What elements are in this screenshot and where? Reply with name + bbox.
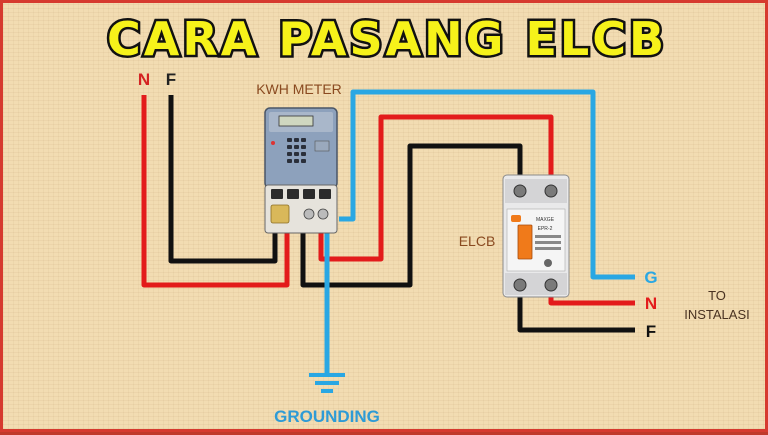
wiring-diagram: CARA PASANG ELCB N F KWH METER GROUNDING <box>104 10 750 427</box>
elcb-model: EPR-2 <box>538 226 553 232</box>
wire-meter-phase-out <box>300 143 523 288</box>
elcb-terminal-out-1 <box>513 278 527 292</box>
output-neutral-label: N <box>645 294 657 313</box>
elcb-terminal-out-2 <box>544 278 558 292</box>
input-neutral-label: N <box>138 70 150 89</box>
elcb-toggle-handle <box>517 224 533 260</box>
wire-supply-phase <box>168 95 278 264</box>
output-ground-label: G <box>644 268 657 287</box>
wire-ground <box>339 89 635 280</box>
elcb-label: ELCB <box>459 233 496 249</box>
elcb-brand: MAXGE <box>536 217 555 223</box>
wire-meter-neutral-out <box>318 114 554 262</box>
wire-output-phase <box>517 289 635 333</box>
grounding-label: GROUNDING <box>274 407 380 426</box>
destination-line-1: TO <box>708 288 726 303</box>
ground-symbol-icon <box>309 373 345 393</box>
page-title: CARA PASANG ELCB <box>107 12 667 66</box>
output-phase-label: F <box>646 322 656 341</box>
elcb-terminal-in-2 <box>544 184 558 198</box>
elcb-test-button <box>544 259 552 267</box>
input-phase-label: F <box>166 70 176 89</box>
elcb-breaker: MAXGE EPR-2 <box>502 174 570 298</box>
elcb-terminal-in-1 <box>513 184 527 198</box>
kwh-meter <box>264 107 338 234</box>
destination-line-2: INSTALASI <box>684 307 750 322</box>
meter-display <box>278 115 314 127</box>
kwh-meter-label: KWH METER <box>256 81 342 97</box>
meter-keypad <box>287 138 306 163</box>
wire-supply-neutral <box>141 95 290 288</box>
